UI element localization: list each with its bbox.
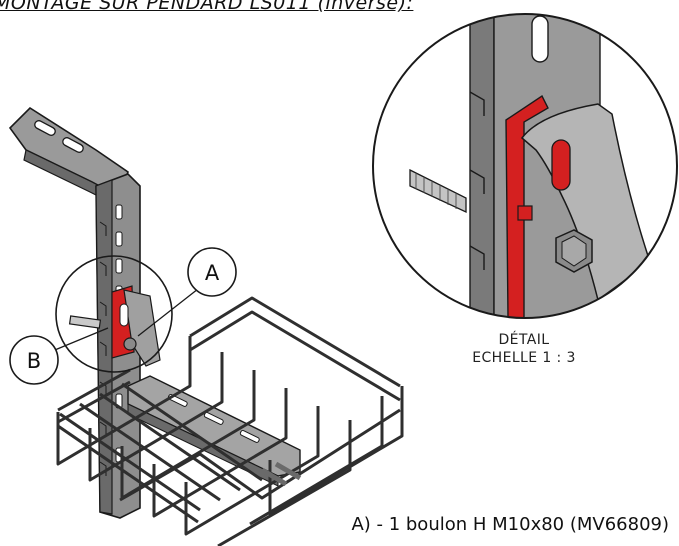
callout-a-label: A [205,261,220,285]
detail-scale: ECHELLE 1 : 3 [472,350,576,366]
detail-view-border [372,13,678,319]
page-title: MONTAGE SUR PENDARD LS011 (inversé): [0,0,414,14]
clamp-assembly [68,285,161,367]
hanger-rail [95,173,141,519]
legend-item-a: A) - 1 boulon H M10x80 (MV66809) [351,514,669,535]
wire-mesh-tray [56,296,404,546]
callout-b: B [9,327,109,385]
detail-title: DÉTAIL [499,331,550,348]
callout-b-label: B [27,349,41,373]
callout-a: A [137,247,237,337]
detail-view [373,14,677,318]
main-assembly [8,106,404,546]
detail-marker-circle [55,255,173,373]
